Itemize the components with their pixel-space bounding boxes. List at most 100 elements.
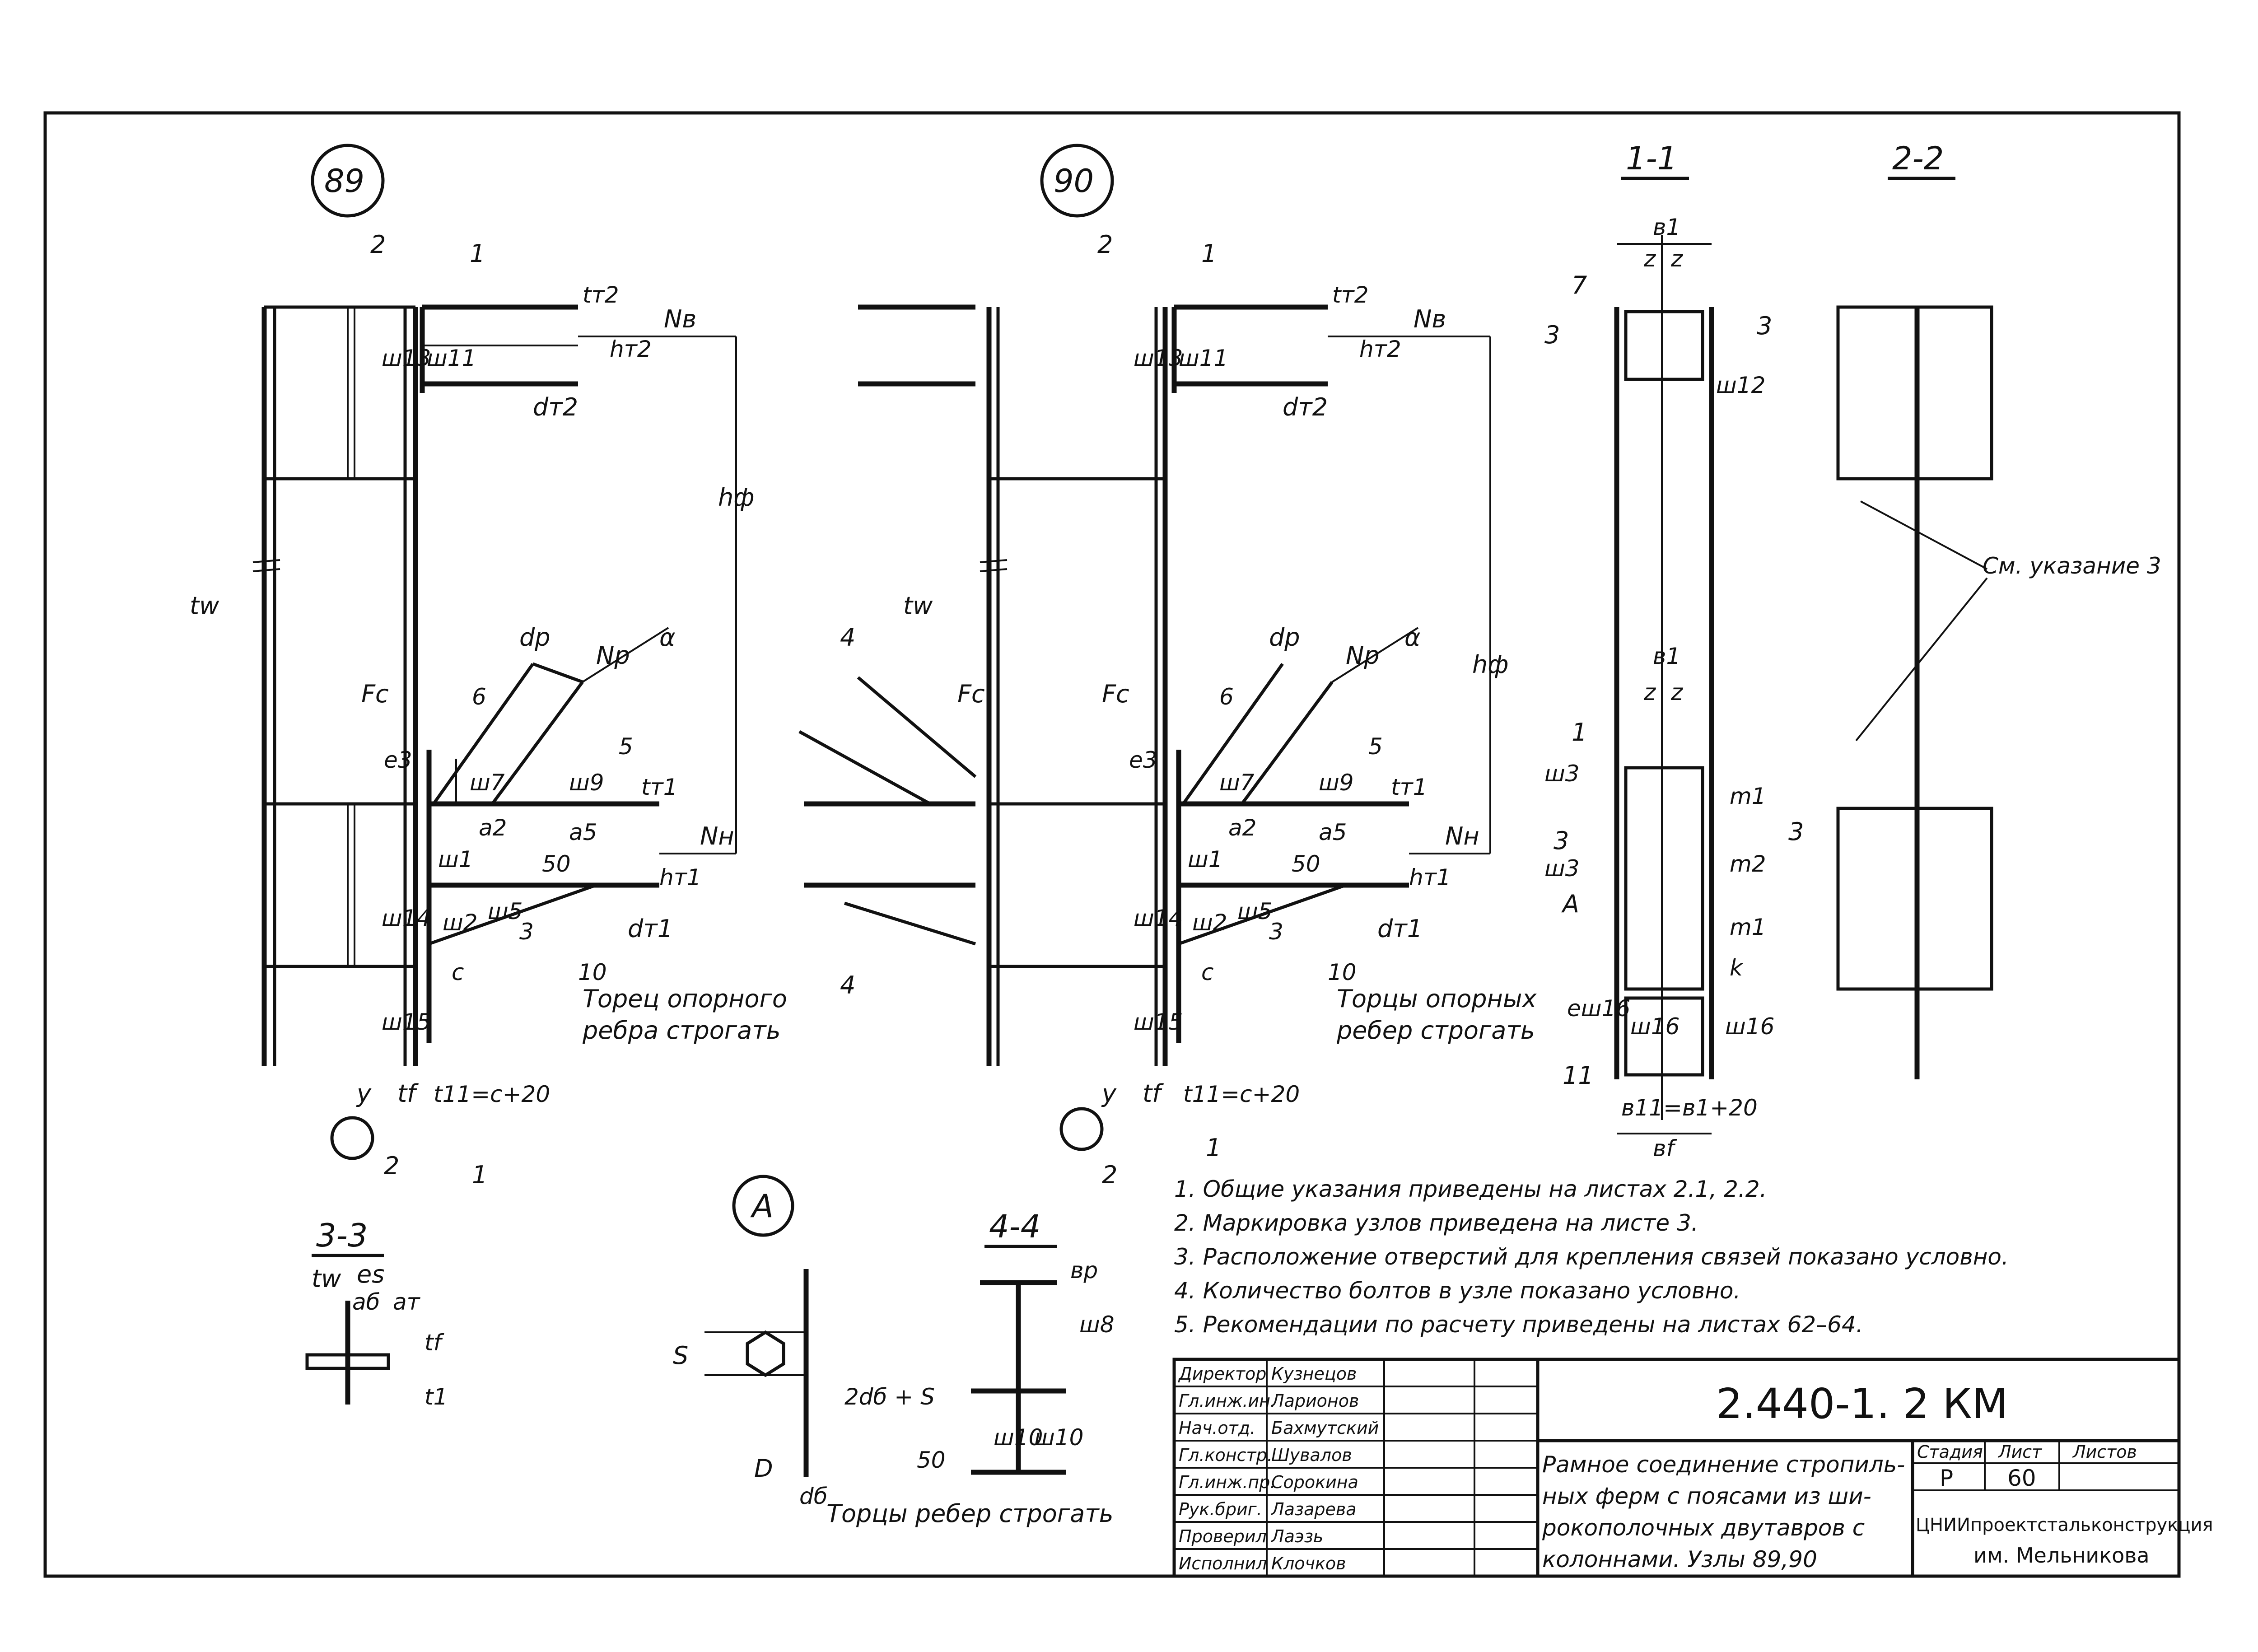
column-90-break [980,559,1008,572]
label-ew16: eш16 [1567,995,1630,1022]
staff-role-3: Гл.констр. [1179,1445,1273,1465]
label-6-90: 6 [1219,684,1234,710]
label-alpha-90: α [1404,623,1421,652]
gusset-90-lower [1178,883,1347,946]
section-1-1-rib [1624,996,1704,1077]
label-bp: вр [1070,1257,1098,1283]
section-3-3-title: 3-3 [316,1217,368,1254]
label-e3-90: e3 [1129,747,1157,773]
label-e3-89: e3 [384,747,412,773]
label-y-89: y [356,1079,372,1108]
label-w8: ш8 [1079,1311,1115,1338]
label-ht2-89: hт2 [610,336,652,362]
label-w14-89: ш14 [382,905,431,931]
label-nn-90: Nн [1445,822,1479,850]
note-1: 1. Общие указания приведены на листах 2.… [1174,1176,1767,1202]
label-w2-89: ш2 [443,910,478,936]
label-np-90: Np [1346,641,1380,670]
section-4-4-title: 4-4 [989,1208,1040,1245]
label-w11-90: ш11 [1179,345,1228,371]
label-w1-89: ш1 [438,846,473,873]
label-t1-33: t1 [425,1384,448,1410]
detail-A-label: A [750,1188,774,1225]
label-c-89: c [452,959,464,985]
note-2: 2. Маркировка узлов приведена на листе 3… [1174,1210,1698,1236]
section-1-1-title: 1-1 [1626,140,1677,177]
label-fc-90: Fc [1102,680,1129,708]
label-m2: m2 [1730,851,1766,877]
label-ht2-90: hт2 [1359,336,1401,362]
label-tt2-90: tт2 [1332,282,1369,308]
force-np-89 [582,627,669,683]
staff-role-0: Директор [1178,1364,1266,1384]
label-10-89: 10 [578,959,607,985]
label-fc-90-left: Fc [957,680,985,708]
label-tf-33: tf [425,1330,444,1356]
label-dt2-90: dт2 [1283,393,1328,421]
label-end90-b: ребер строгать [1336,1016,1535,1045]
detail-A: A S 2dб + S D dб Торцы ребер строгать [673,1175,1114,1528]
label-dp-90: dp [1269,623,1300,652]
cut-2-90-top: 2 [1097,230,1113,259]
label-w9-90: ш9 [1319,770,1354,796]
bolt-hex-icon [746,1330,785,1377]
title-line-4: колоннами. Узлы 89,90 [1542,1546,1817,1573]
label-w13-89: ш13 [382,345,431,371]
title-block: Директор Кузнецов Гл.инж.ин. Ларионов На… [1172,1358,2213,1578]
label-b11: в11=в1+20 [1621,1095,1758,1121]
label-1-section: 1 [1572,718,1587,747]
detail-A-circle [732,1175,794,1237]
label-m1-b: m1 [1730,914,1766,940]
label-end89-a: Торец опорного [583,985,787,1013]
cut-4-90-top: 4 [840,623,855,652]
note-5: 5. Рекомендации по расчету приведены на … [1174,1311,1863,1338]
diagonal-90-left-b [798,730,931,806]
cut-3-right-bot: 3 [1788,817,1804,846]
label-w12: ш12 [1716,372,1765,398]
label-z-3: z [1643,679,1656,705]
column-89-break [252,559,280,572]
label-tf-90: tf [1143,1079,1164,1108]
label-10-90: 10 [1328,959,1357,985]
label-S: S [673,1341,688,1370]
label-w5-89: ш5 [488,898,523,924]
label-k: k [1730,955,1744,981]
node-89-drawing: 89 tw Fc dp Np [190,144,787,1189]
label-es-33: es [357,1260,384,1288]
label-nb-89: Nв [664,305,696,333]
label-nb-90: Nв [1414,305,1446,333]
sheet-label: Лист [1997,1442,2043,1462]
label-hf-90: hф [1472,650,1508,679]
label-z-2: z [1670,246,1684,272]
label-w15-90: ш15 [1134,1009,1183,1035]
section-1-1-upper-plate [1624,310,1704,381]
staff-name-3: Шувалов [1271,1445,1352,1465]
label-w3-b: ш3 [1544,855,1580,882]
cut-3-left-top: 3 [1544,321,1560,349]
gusset-89-lower [428,883,597,946]
cut-1-89-bot: 1 [472,1161,487,1189]
cut-1-90-top: 1 [1201,239,1217,268]
label-w15-89: ш15 [382,1009,431,1035]
label-5-89: 5 [619,733,633,760]
cut-1-89-top: 1 [470,239,485,268]
label-ht1-89: hт1 [659,864,701,891]
sheet-frame [43,111,2181,1578]
label-b1-top: в1 [1653,214,1680,240]
label-z-4: z [1670,679,1684,705]
label-dt1-90: dт1 [1377,915,1423,943]
staff-name-4: Сорокина [1271,1472,1358,1492]
organization-name: ЦНИИпроектстальконструкция [1916,1515,2213,1535]
label-D: D [754,1454,773,1483]
label-a2-90: a2 [1228,815,1256,841]
label-50-90: 50 [1292,851,1320,877]
label-at-33: aт [393,1289,421,1315]
label-np-89: Np [596,641,630,670]
staff-role-6: Проверил [1179,1526,1267,1546]
label-end89-b: ребра строгать [582,1016,781,1045]
node-90-drawing: 90 tw Fc Fc dp Np α Nв [798,144,1537,1189]
label-3-89: 3 [519,919,534,945]
label-5-90: 5 [1368,733,1383,760]
label-3-90: 3 [1269,919,1283,945]
